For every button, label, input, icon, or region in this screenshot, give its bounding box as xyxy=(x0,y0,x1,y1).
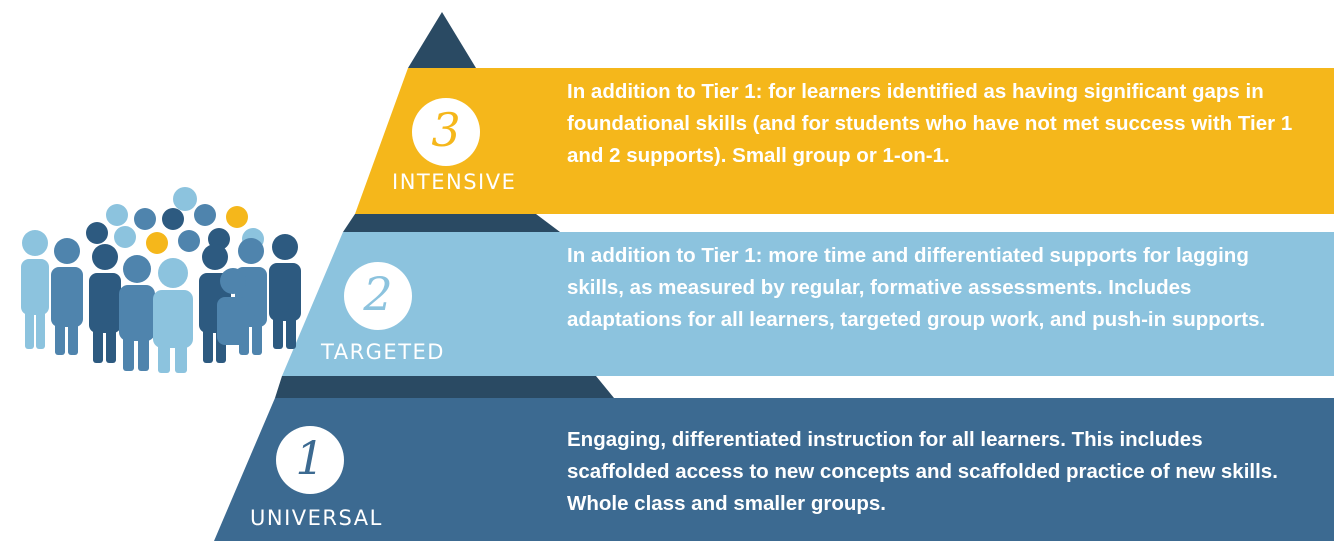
tier-1-number-circle: 1 xyxy=(276,426,344,494)
pyramid-apex xyxy=(408,12,476,68)
tier-2-description: In addition to Tier 1: more time and dif… xyxy=(567,244,1266,331)
tier-3-number: 3 xyxy=(431,103,461,157)
tier-1-band-shape xyxy=(214,398,1334,541)
tier-2-number: 2 xyxy=(363,267,393,321)
tier-2-label: TARGETED xyxy=(321,340,445,364)
tier-1-description: Engaging, differentiated instruction for… xyxy=(567,428,1278,515)
tier-3-description: In addition to Tier 1: for learners iden… xyxy=(567,80,1293,167)
tier-2-number-circle: 2 xyxy=(344,262,412,330)
tier-divider-2-1 xyxy=(275,376,614,398)
tier-3-label: INTENSIVE xyxy=(392,170,517,194)
tier-1-label: UNIVERSAL xyxy=(250,506,383,530)
tier-1-number: 1 xyxy=(295,431,325,485)
people-crowd-icon xyxy=(21,187,301,373)
tier-3-band-shape xyxy=(355,68,1334,214)
tier-2-band-shape xyxy=(282,232,1334,376)
tier-divider-3-2 xyxy=(343,214,560,232)
tier-3-number-circle: 3 xyxy=(412,98,480,166)
